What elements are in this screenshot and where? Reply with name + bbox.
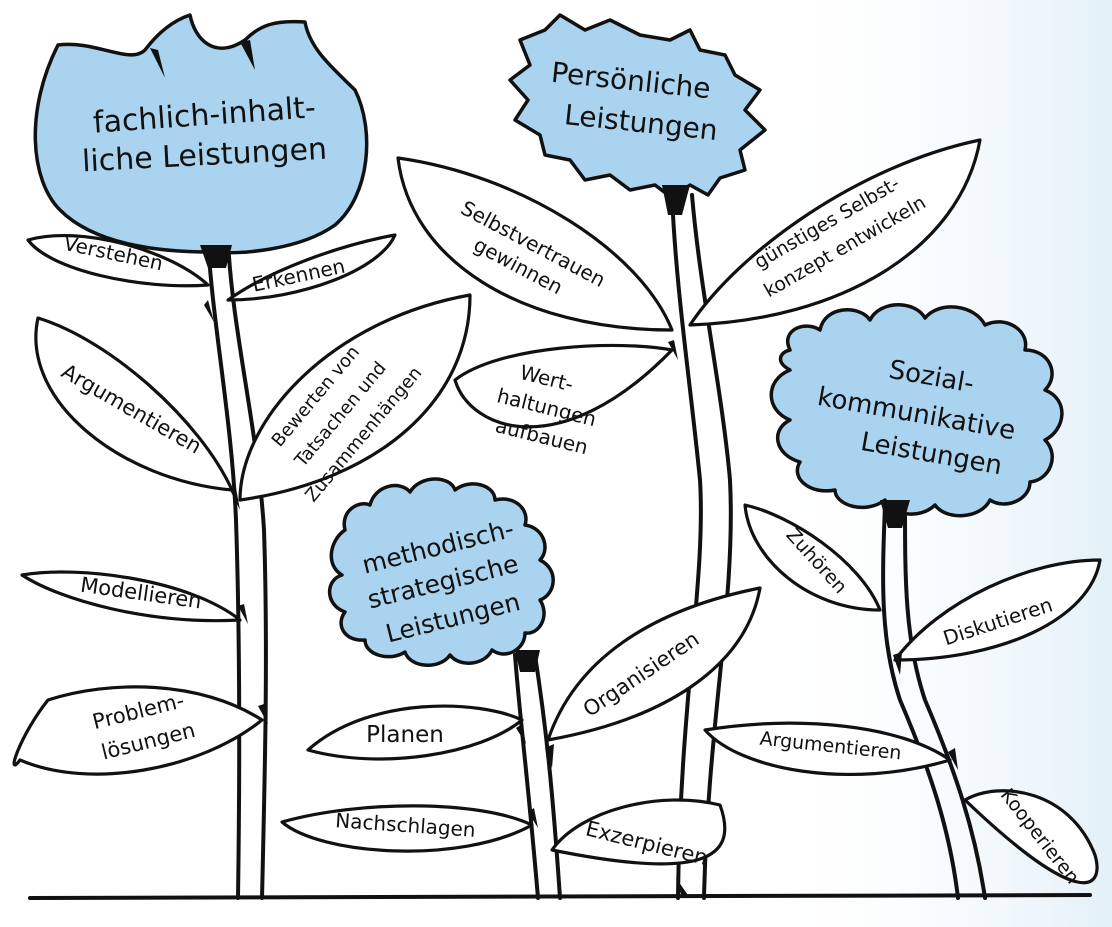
stems xyxy=(206,193,987,900)
leaf-bewerten xyxy=(238,293,472,502)
leaf-argumentieren-left xyxy=(34,316,234,492)
leaf-selbstkonzept xyxy=(688,138,982,327)
stem-notches xyxy=(204,300,958,898)
leaf-werthaltungen xyxy=(453,343,674,429)
leaf-modellieren xyxy=(20,570,242,623)
leaf-exzerpieren xyxy=(550,798,727,866)
leaf-selbstvertrauen xyxy=(396,156,674,332)
leaf-problemloesungen xyxy=(12,685,264,776)
blossom-fachlich xyxy=(33,13,369,255)
leaf-planen-label: Planen xyxy=(366,722,444,748)
leaf-organisieren xyxy=(546,586,762,742)
leaf-kooperieren xyxy=(963,789,1099,885)
blossom-sozial xyxy=(769,303,1064,518)
leaf-nachschlagen xyxy=(280,804,534,853)
blossom-persoenlich xyxy=(508,13,767,200)
leaf-verstehen xyxy=(26,233,210,288)
leaf-zuhoeren xyxy=(743,503,882,612)
leaf-diskutieren xyxy=(893,558,1102,662)
leaf-planen xyxy=(306,704,524,761)
blossom-methodisch xyxy=(327,477,555,667)
leaf-argumentieren-right xyxy=(703,721,952,776)
leaf-erkennen xyxy=(226,233,397,302)
